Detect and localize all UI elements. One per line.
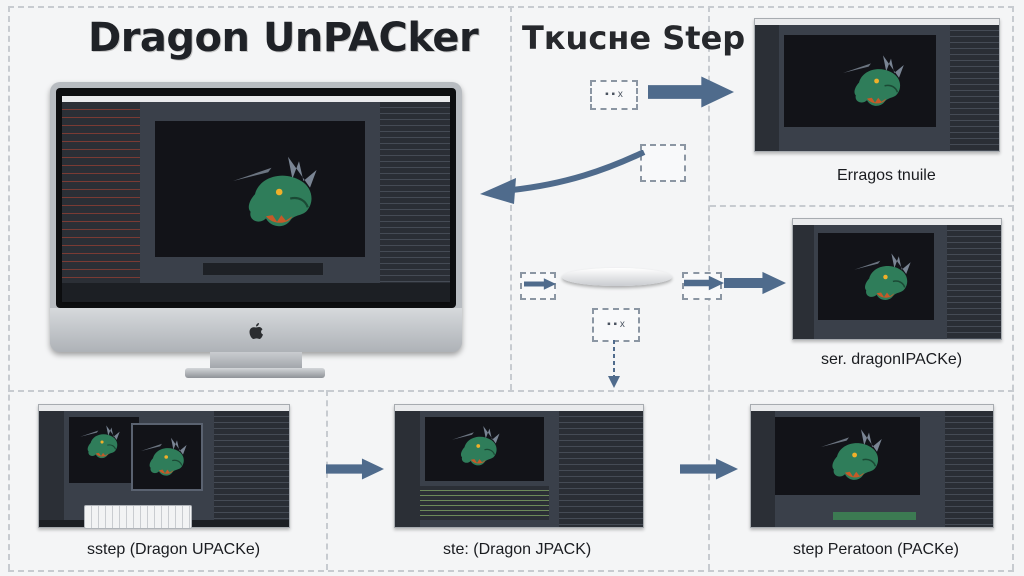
window-sidebar	[395, 411, 420, 527]
screenshot-bottom-mid	[394, 404, 644, 528]
page-subtitle: Tкucнe Step	[522, 19, 746, 57]
window-taskbar	[62, 283, 450, 302]
dragon-icon	[847, 247, 921, 307]
window-titlebar	[755, 19, 999, 25]
window-titlebar	[751, 405, 993, 411]
step-chip-mid: ▪ ▪ x	[592, 308, 640, 342]
dragon-icon	[222, 148, 332, 236]
dragon-icon	[445, 421, 509, 471]
step-chip-right	[640, 144, 686, 182]
grid-line-bottom	[8, 570, 1014, 572]
window-panel	[946, 225, 1001, 339]
keyboard-icon	[84, 505, 192, 529]
window-sidebar	[62, 102, 140, 302]
grid-line-mid	[8, 390, 1014, 392]
grid-line-right	[1012, 6, 1014, 570]
window-panel	[214, 411, 289, 527]
window-sidebar	[39, 411, 64, 527]
computer-stand-base	[185, 368, 325, 378]
main-screenshot	[62, 96, 450, 302]
window-inset	[131, 423, 203, 491]
window-sidebar	[793, 225, 814, 339]
arrow-down-icon	[608, 340, 620, 388]
caption-bottom-right: step Peratoon (PACKe)	[790, 540, 963, 560]
arrow-right-icon	[326, 454, 384, 484]
window-titlebar	[395, 405, 643, 411]
caption-bottom-mid: ste: (Dragon JPACK)	[440, 540, 595, 560]
window-panel	[380, 102, 450, 302]
arrow-left-icon	[480, 150, 646, 204]
device-icon	[562, 268, 672, 286]
window-sidebar	[751, 411, 776, 527]
dragon-icon	[835, 49, 915, 113]
dragon-icon	[75, 421, 127, 463]
screenshot-bottom-left	[38, 404, 290, 528]
arrow-right-icon	[648, 74, 734, 110]
window-titlebar	[793, 219, 1001, 225]
apple-logo-icon	[249, 323, 263, 339]
window-panel	[950, 25, 999, 151]
code-lines	[419, 485, 549, 520]
computer-stand	[210, 352, 302, 370]
caption-bottom-left: sstep (Dragon UPACKe)	[84, 540, 264, 560]
dragon-icon	[135, 433, 195, 481]
arrow-right-icon	[684, 272, 724, 294]
window-toolbar	[202, 262, 324, 276]
arrow-right-icon	[724, 268, 786, 298]
window-statusbar	[833, 512, 916, 520]
screenshot-mid-right	[792, 218, 1002, 340]
window-panel	[558, 411, 643, 527]
window-sidebar	[755, 25, 780, 151]
window-titlebar	[39, 405, 289, 411]
caption-top-right: Erragos tnuile	[834, 166, 939, 186]
screenshot-top-right	[754, 18, 1000, 152]
grid-line-col-c	[326, 390, 328, 570]
arrow-right-icon	[680, 454, 738, 484]
grid-line-left	[8, 6, 10, 570]
dragon-icon	[813, 423, 893, 487]
step-chip-top: ▪ ▪ x	[590, 80, 638, 110]
caption-mid-right: ser. dragonIPACKe)	[818, 350, 966, 370]
page-title: Dragon UnPACker	[88, 15, 479, 61]
arrow-right-icon	[524, 276, 556, 292]
window-panel	[944, 411, 993, 527]
grid-line-right-a	[710, 205, 1014, 207]
window-titlebar	[62, 96, 450, 102]
screenshot-bottom-right	[750, 404, 994, 528]
